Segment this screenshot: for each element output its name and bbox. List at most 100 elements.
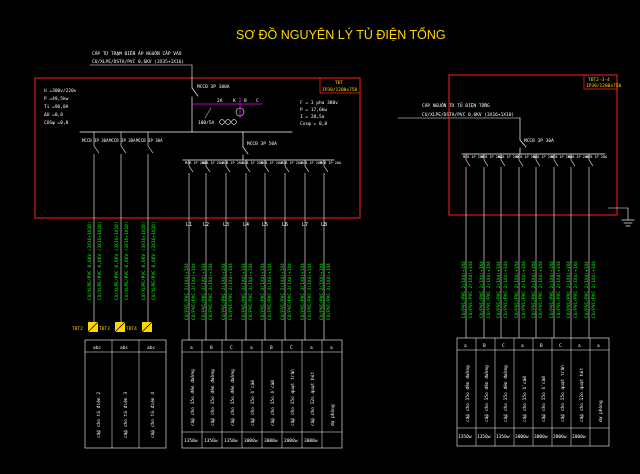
right-table-phase-2: B — [483, 343, 486, 349]
outgoing-cable-3: CU/PVC/PVC 2(1X4)+1X4 — [221, 263, 227, 320]
group-mccb-switch — [242, 146, 249, 155]
right-main-breaker-switch — [519, 139, 527, 148]
table-b-phase-7: a — [310, 346, 313, 351]
feeder-cable-b-2: CU/XLPE/PVC 0,6KV (3X16+1X10) — [124, 221, 130, 300]
param-cos2: Cosφ = 0,8 — [300, 121, 327, 127]
table-a-border — [84, 339, 167, 449]
right-cable-b-2: CU/PVC/PVC 2(1X4)+1X4 — [486, 261, 492, 318]
line-label-4: L4 — [243, 222, 249, 228]
current-transformer-icon — [219, 119, 237, 125]
right-mcb-label-2: MCB 1P 20A — [481, 155, 503, 159]
diagram-title: SƠ ĐỒ NGUYÊN LÝ TỦ ĐIỆN TỔNG — [236, 27, 446, 42]
outgoing-mcb-label-2: MCB 1P 20A — [202, 161, 224, 165]
right-mcb-label-8: MCB 1P 20A — [586, 155, 608, 159]
feeder-cable-1: CU/XLPE/PVC 0,6KV (3X16+1X10) — [87, 221, 93, 300]
right-cable-4: CU/PVC/PVC 2(1X4)+1X4 — [514, 261, 520, 318]
left-feeder-cable: CU/XLPE/DSTA/PVC 0,6KV (3X35+1X16) — [92, 59, 184, 65]
param-p: P =49,5kw — [44, 96, 69, 102]
table-b-phase-5: B — [270, 345, 273, 351]
right-cable-7: CU/PVC/PVC 2(1X4)+1X4 — [566, 261, 572, 318]
right-cable-8: CU/PVC/PVC 2(1X4)+1X4 — [584, 261, 590, 318]
param-f: F = 3 pha 380v — [300, 100, 338, 106]
right-mcb-label-7: MCB 1P 20A — [568, 155, 590, 159]
outgoing-cable-b-3: CU/PVC/PVC 2(1X4)+1X4 — [228, 263, 234, 320]
right-cable-6: CU/PVC/PVC 2(1X4)+1X4 — [549, 261, 555, 318]
right-cable-b-7: CU/PVC/PVC 2(1X4)+1X4 — [573, 261, 579, 318]
sub-panel-label-3: TĐT4 — [126, 326, 137, 332]
outgoing-mcb-switch-4 — [245, 165, 251, 173]
ct-label-c: C — [256, 98, 259, 104]
outgoing-mcb-switch-3 — [225, 165, 231, 173]
right-cable-5: CU/PVC/PVC 2(1X4)+1X4 — [531, 261, 537, 318]
right-table-load-4: cấp cho 15o ổ cắm — [521, 376, 528, 422]
outgoing-mcb-switch-2 — [205, 165, 211, 173]
line-label-1: L1 — [186, 222, 192, 228]
table-a-load-1: cấp cho tủ điện 2 — [95, 392, 102, 438]
right-cable-b-1: CU/PVC/PVC 2(1X4)+1X4 — [468, 261, 474, 318]
right-table-power-7: 2000w — [572, 434, 586, 440]
table-b-load-6: cấp cho 15o quạt trần — [289, 369, 296, 426]
right-table-phase-1: a — [464, 344, 467, 349]
right-feeder-label: CÁP NGUỒN TỪ TỦ ĐIỆN TỔNG — [422, 101, 490, 109]
table-b-power-3: 1350w — [224, 438, 238, 444]
param-cos: COSφ =0,8 — [44, 120, 69, 126]
right-cable-b-6: CU/PVC/PVC 2(1X4)+1X4 — [556, 261, 562, 318]
right-cable-b-8: CU/PVC/PVC 2(1X4)+1X4 — [591, 261, 597, 318]
outgoing-cable-b-6: CU/PVC/PVC 2(1X4)+1X4 — [287, 263, 293, 320]
table-b-load-2: cấp cho 15o đèn đường — [209, 369, 216, 426]
table-b-load-1: cấp cho 15o đèn đường — [189, 369, 196, 426]
right-table-load-1: cấp cho 15o đèn đường — [464, 365, 471, 422]
table-b-load-7: cấp cho 12o quạt hút — [309, 372, 316, 426]
table-a-load-2: cấp cho tủ điện 3 — [122, 392, 129, 438]
table-b-power-6: 2000w — [284, 438, 298, 444]
outgoing-cable-b-4: CU/PVC/PVC 2(1X4)+1X4 — [248, 263, 254, 320]
line-label-6: L6 — [282, 222, 288, 228]
table-b-power-1: 1350w — [184, 438, 198, 444]
right-table-power-1: 1350w — [458, 434, 472, 440]
right-mcb-switch-2 — [483, 159, 489, 167]
outgoing-cable-b-5: CU/PVC/PVC 2(1X4)+1X4 — [267, 263, 273, 320]
right-table-power-5: 3000w — [534, 434, 548, 440]
right-table-load-2: cấp cho 15o đèn đường — [483, 365, 490, 422]
table-b-phase-2: B — [210, 345, 213, 351]
right-table-power-2: 1350w — [477, 434, 491, 440]
left-panel-border — [34, 77, 361, 219]
outgoing-mcb-switch-8 — [323, 165, 329, 173]
left-panel-code: IP30/1200x750 — [322, 87, 358, 93]
right-panel-border — [448, 74, 618, 216]
line-label-2: L2 — [203, 222, 209, 228]
right-mcb-label-1: MCB 1P 20A — [463, 155, 485, 159]
right-table-load-8: dự phòng — [597, 400, 604, 422]
feeder-mccb-switch-2 — [120, 145, 127, 154]
right-cable-b-3: CU/PVC/PVC 2(1X4)+1X4 — [503, 261, 509, 318]
right-mcb-label-4: MCB 1P 20A — [516, 155, 538, 159]
right-main-breaker-label: MCCB 3P 30A — [524, 138, 554, 144]
feeder-mccb-switch-1 — [93, 145, 100, 154]
outgoing-cable-b-1: CU/PVC/PVC 2(1X4)+1X4 — [191, 263, 197, 320]
outgoing-cable-7: CU/PVC/PVC 2(1X4)+1X4 — [300, 263, 306, 320]
ammeter-icon — [235, 107, 245, 117]
feeder-cable-b-1: CU/XLPE/PVC 0,6KV (3X16+1X10) — [97, 221, 103, 300]
right-table-power-6: 2000w — [553, 434, 567, 440]
table-b-load-3: cấp cho 15o đèn đường — [229, 369, 236, 426]
right-table-phase-8: a — [597, 344, 600, 349]
main-breaker-label: MCCB 3P 100A — [197, 84, 230, 90]
feeder-cable-b-3: CU/XLPE/PVC 0,6KV (3X16+1X10) — [151, 221, 157, 300]
ct-ratio: 100/5A — [198, 120, 215, 126]
table-b-load-5: cấp cho 15o ổ cắm — [269, 380, 276, 426]
outgoing-cable-b-2: CU/PVC/PVC 2(1X4)+1X4 — [208, 263, 214, 320]
feeder-mccb-switch-3 — [147, 145, 154, 154]
table-b-phase-8: a — [330, 346, 333, 351]
right-feeder-cable: CU/XLPE/DSTA/PVC 0,6KV (3X16+1X10) — [422, 112, 514, 118]
right-table-load-3: cấp cho 15o đèn đường — [502, 365, 509, 422]
param-du: ΔU =0,8 — [44, 112, 63, 118]
line-label-8: L8 — [321, 222, 327, 228]
group-mccb-label: MCCB 3P 50A — [247, 141, 277, 147]
right-mcb-switch-3 — [500, 159, 506, 167]
outgoing-mcb-label-5: MCB 1P 20A — [261, 161, 283, 165]
right-table-phase-4: a — [521, 344, 524, 349]
main-breaker-switch — [191, 87, 199, 97]
table-b-phase-1: a — [190, 346, 193, 351]
ct-label-2a: 2A — [217, 98, 223, 104]
